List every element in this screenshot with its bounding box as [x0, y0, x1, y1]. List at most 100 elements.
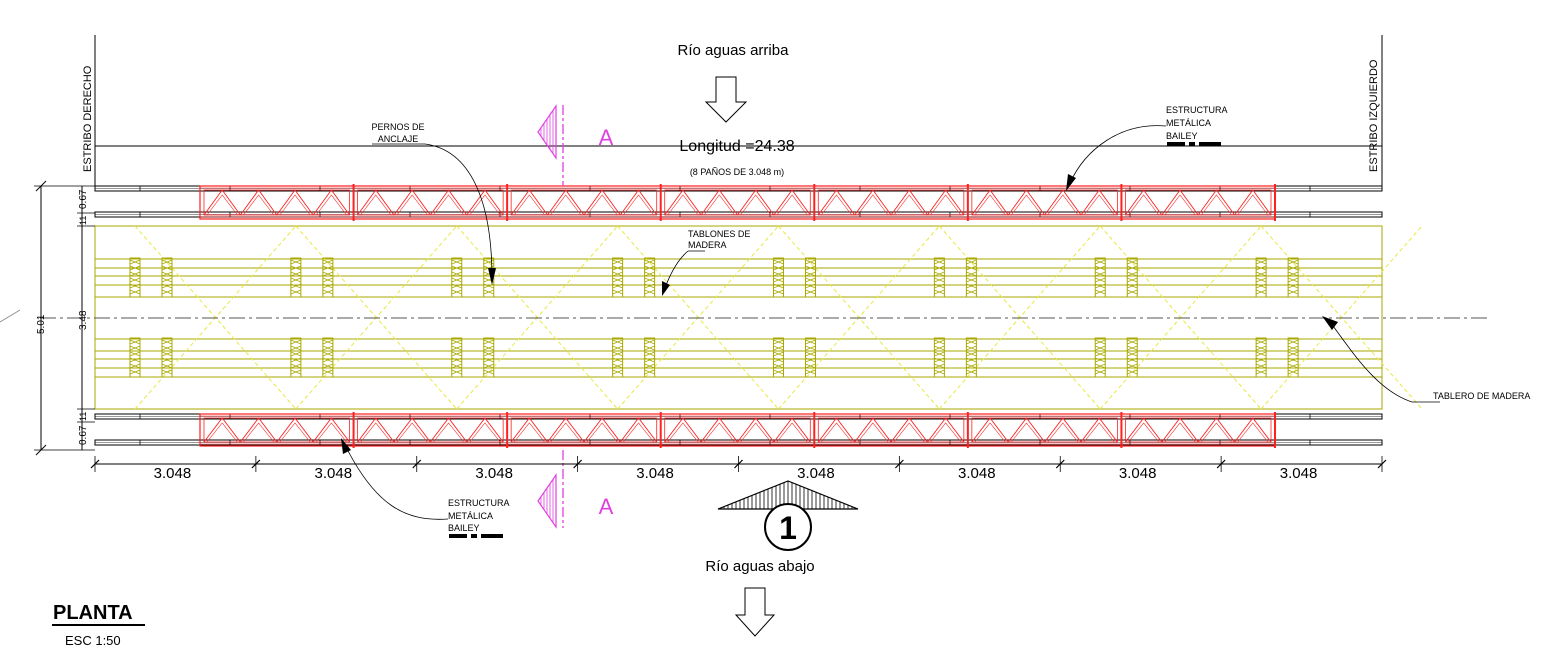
panel-dim-label: 3.048	[1119, 465, 1157, 482]
bolt-clamp	[322, 257, 334, 298]
bolt-clamp	[129, 257, 141, 298]
dim-tick-slash	[894, 459, 904, 469]
vertical-dimensions: 5.01 3.48 0.67 0.67 11 11	[0, 180, 95, 456]
bolt-clamp	[644, 337, 656, 378]
bolt-clamp	[322, 337, 334, 378]
bolt-clamp	[773, 257, 784, 298]
note-deck: TABLERO DE MADERA	[1433, 391, 1530, 401]
note-bailey-top-line2: METÁLICA	[1166, 118, 1211, 128]
bolt-clamp	[129, 337, 141, 378]
bailey-truss-top	[94, 184, 1383, 221]
detail-number: 1	[779, 510, 797, 546]
panel-dim-label: 3.048	[797, 465, 835, 482]
bolt-clamp	[451, 257, 463, 298]
dim-total-width: 5.01	[36, 314, 47, 334]
bolt-clamp	[1094, 257, 1106, 298]
note-bailey-top-line1: ESTRUCTURA	[1166, 105, 1228, 115]
bolt-clamp	[773, 337, 784, 378]
bolt-clamp	[1094, 337, 1106, 378]
bolt-clamp	[612, 257, 624, 298]
span-note: (8 PAÑOS DE 3.048 m)	[690, 167, 784, 177]
bolt-clamp	[1255, 337, 1267, 378]
panel-dim-label: 3.048	[958, 465, 996, 482]
note-planks-line2: MADERA	[688, 240, 727, 250]
bolt-clamp	[1255, 257, 1267, 298]
dim-tick-slash	[1377, 459, 1387, 469]
note-bailey-bottom-line2: METÁLICA	[448, 511, 493, 521]
bailey-panel	[813, 184, 969, 221]
note-anchor-bolts-line1: PERNOS DE	[371, 122, 424, 132]
drawing-title: PLANTA	[53, 602, 133, 624]
bailey-panel	[506, 184, 662, 221]
bolt-clamp	[290, 337, 302, 378]
bolt-clamp	[1287, 257, 1299, 298]
bolt-clamp	[1126, 337, 1138, 378]
timber-planks	[95, 258, 1382, 378]
bolt-clamp	[805, 257, 816, 298]
panel-dim-label: 3.048	[475, 465, 513, 482]
bailey-truss-bottom	[94, 412, 1383, 448]
note-planks-line1: TABLONES DE	[688, 229, 750, 239]
bolt-clamp	[612, 337, 624, 378]
bailey-panel	[352, 184, 509, 221]
abutment-label-right: ESTRIBO IZQUIERDO	[1368, 59, 1380, 172]
dim-gap-top: 11	[78, 216, 88, 225]
span-length-label: Longitud =24.38	[679, 138, 794, 155]
anchor-bolt-clamps	[129, 257, 1299, 378]
downstream-arrow-icon	[734, 587, 776, 637]
note-anchor-bolts: PERNOS DE ANCLAJE	[371, 122, 496, 285]
dim-gap-bottom: 11	[78, 412, 88, 421]
truss-rail	[94, 211, 1383, 218]
note-bailey-bottom-line3: BAILEY	[448, 523, 480, 533]
detail-marker: 1	[717, 480, 859, 551]
note-bailey-top: ESTRUCTURA METÁLICA BAILEY	[1066, 105, 1228, 191]
note-timber-deck: TABLERO DE MADERA	[1322, 316, 1530, 403]
bolt-clamp	[1126, 257, 1138, 298]
downstream-label: Río aguas abajo	[705, 558, 814, 575]
bailey-panel	[199, 184, 355, 221]
dim-tick-slash	[573, 459, 583, 469]
dim-tick-slash	[251, 459, 261, 469]
dim-tick-slash	[734, 459, 743, 469]
dim-truss-top: 0.67	[78, 189, 89, 209]
bolt-clamp	[1287, 337, 1299, 378]
note-anchor-bolts-line2: ANCLAJE	[378, 134, 419, 144]
bolt-clamp	[965, 257, 977, 298]
section-cut-a: A A	[537, 104, 614, 529]
bailey-panel	[967, 184, 1123, 221]
section-label-top: A	[599, 125, 614, 150]
dim-tick-slash	[1055, 459, 1065, 469]
dim-deck-width: 3.48	[78, 310, 89, 330]
panel-dim-label: 3.048	[315, 465, 353, 482]
bolt-clamp	[965, 337, 977, 378]
bailey-panel	[660, 184, 816, 221]
bolt-clamp	[483, 337, 495, 378]
note-bailey-bottom-line1: ESTRUCTURA	[448, 498, 510, 508]
dim-tick-slash	[412, 459, 422, 469]
bolt-clamp	[805, 337, 816, 378]
section-arrow-icon	[537, 473, 557, 529]
bolt-clamp	[644, 257, 656, 298]
panel-dim-label: 3.048	[636, 465, 674, 482]
upstream-arrow-icon	[704, 76, 748, 123]
drawing-scale: ESC 1:50	[65, 633, 121, 648]
panel-dimensions: 3.048 3.048 3.048 3.048 3.048 3.048 3.048 3.048	[90, 456, 1387, 482]
dim-truss-bottom: 0.67	[78, 425, 89, 445]
section-label-bottom: A	[599, 494, 614, 519]
dim-tick-slash	[1216, 459, 1226, 469]
upstream-label: Río aguas arriba	[678, 42, 790, 59]
note-timber-planks: TABLONES DE MADERA	[662, 229, 750, 296]
panel-dim-label: 3.048	[1280, 465, 1318, 482]
bolt-clamp	[290, 257, 302, 298]
dim-tick-slash	[90, 459, 100, 469]
abutment-label-left: ESTRIBO DERECHO	[82, 65, 94, 172]
note-bailey-top-line3: BAILEY	[1166, 131, 1198, 141]
bolt-clamp	[933, 257, 945, 298]
bailey-panel	[1120, 412, 1276, 448]
bolt-clamp	[161, 257, 173, 298]
bolt-clamp	[451, 337, 463, 378]
note-bailey-bottom: ESTRUCTURA METÁLICA BAILEY	[341, 438, 510, 538]
panel-dim-label: 3.048	[154, 465, 192, 482]
bailey-panel	[1120, 184, 1276, 221]
